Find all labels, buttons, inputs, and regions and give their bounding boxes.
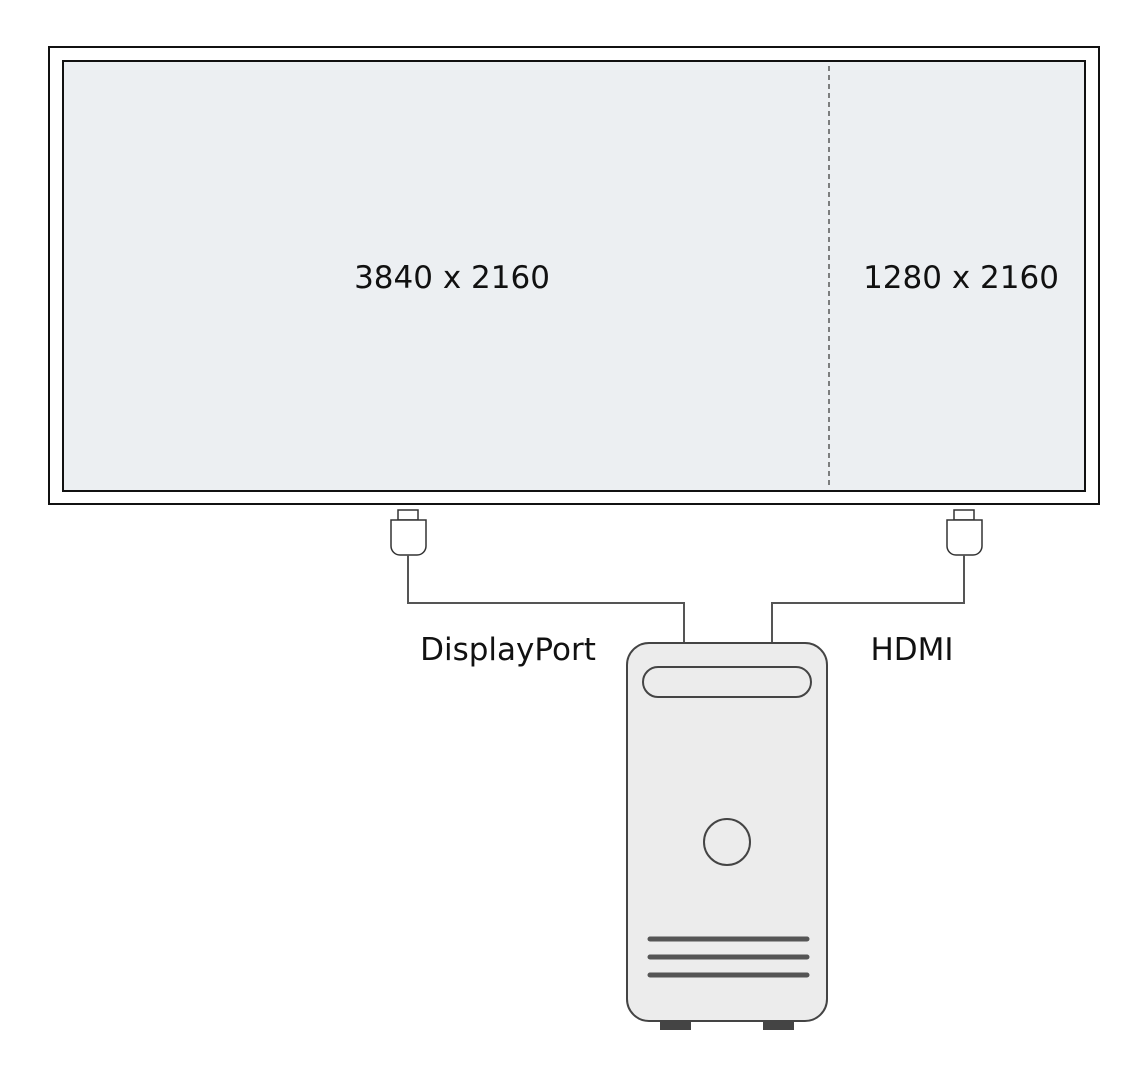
displayport-cable (407, 555, 685, 643)
drive-bay (642, 666, 812, 698)
tower-foot-left (660, 1019, 691, 1030)
monitor-screen (62, 60, 1086, 492)
displayport-label: DisplayPort (420, 632, 596, 668)
tower-foot-right (763, 1019, 794, 1030)
monitor: 3840 x 2160 1280 x 2160 (48, 46, 1100, 505)
vent-lines (647, 936, 810, 978)
hdmi-label: HDMI (870, 632, 953, 668)
power-button-icon (703, 818, 751, 866)
secondary-zone-resolution: 1280 x 2160 (863, 260, 1059, 296)
displayport-connector-icon (390, 509, 427, 556)
hdmi-cable (771, 555, 965, 643)
computer-tower-icon (626, 642, 828, 1030)
hdmi-connector-icon (946, 509, 983, 556)
primary-zone-resolution: 3840 x 2160 (354, 260, 550, 296)
